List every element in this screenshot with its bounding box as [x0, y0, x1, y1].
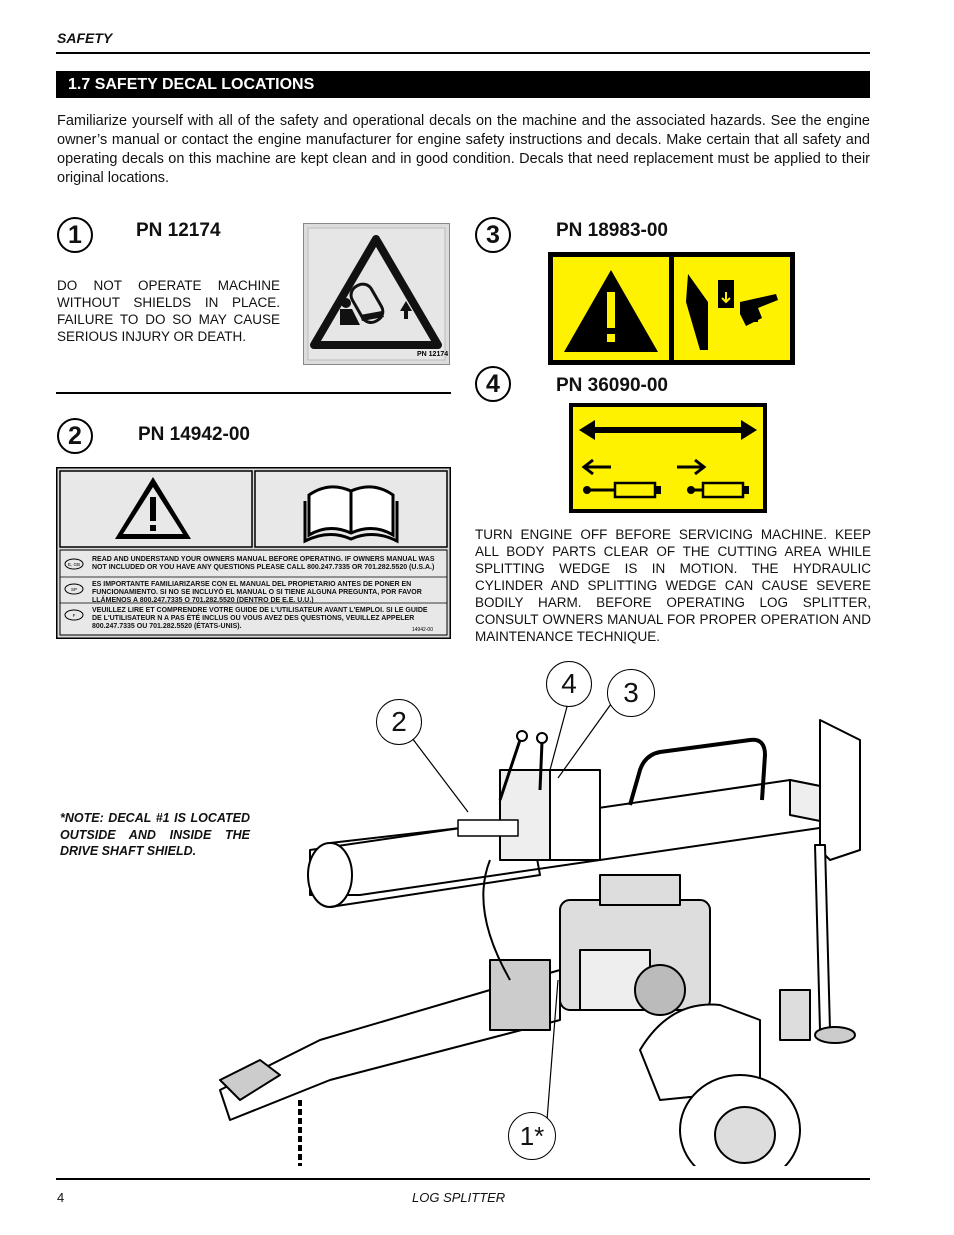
decal-2-lang-1: E, GB [68, 562, 80, 567]
decal-1-number: 1 [57, 217, 93, 253]
section-title-bar: 1.7 SAFETY DECAL LOCATIONS [56, 71, 870, 98]
decal-1-divider [56, 392, 451, 394]
decal-1-location-note: *NOTE: DECAL #1 IS LOCATED OUTSIDE AND I… [60, 811, 250, 858]
decal-2-image: E, GB SP F 14942-00 READ AND UNDERSTAND … [55, 466, 452, 640]
decal-2-line-2: ES IMPORTANTE FAMILIARIZARSE CON EL MANU… [92, 581, 422, 604]
decal-4-pn: PN 36090-00 [556, 375, 668, 396]
decal-1-label: PN 12174 [417, 351, 448, 358]
decal-4-image [569, 403, 767, 513]
header-rule [56, 52, 870, 54]
decal-1-image: PN 12174 [303, 223, 450, 365]
decal-4-number: 4 [475, 366, 511, 402]
decal-3-pn: PN 18983-00 [556, 220, 668, 241]
decal-3-number: 3 [475, 217, 511, 253]
running-header: SAFETY [57, 30, 113, 46]
page-number: 4 [57, 1190, 65, 1205]
footer-title: LOG SPLITTER [412, 1190, 506, 1205]
decal-2-lang-2: SP [71, 587, 77, 592]
callout-2: 2 [376, 699, 422, 745]
decal-2-label: 14942-00 [412, 627, 433, 633]
callout-4: 4 [546, 661, 592, 707]
decal-3-4-text: TURN ENGINE OFF BEFORE SERVICING MACHINE… [475, 527, 871, 644]
decal-2-number: 2 [57, 418, 93, 454]
callout-1: 1* [508, 1112, 556, 1160]
log-splitter-illustration [200, 660, 870, 1186]
decal-2-lang-3: F [73, 613, 76, 618]
footer-rule [56, 1178, 870, 1180]
decal-2-pn: PN 14942-00 [138, 424, 250, 445]
decal-1-pn: PN 12174 [136, 220, 221, 241]
decal-2-line-3: VEUILLEZ LIRE ET COMPRENDRE VOTRE GUIDE … [92, 607, 428, 630]
callout-3: 3 [607, 669, 655, 717]
intro-paragraph: Familiarize yourself with all of the saf… [57, 113, 870, 186]
decal-3-image [548, 252, 795, 365]
decal-1-text: DO NOT OPERATE MACHINE WITHOUT SHIELDS I… [57, 278, 280, 344]
decal-2-line-1: READ AND UNDERSTAND YOUR OWNERS MANUAL B… [92, 556, 435, 571]
